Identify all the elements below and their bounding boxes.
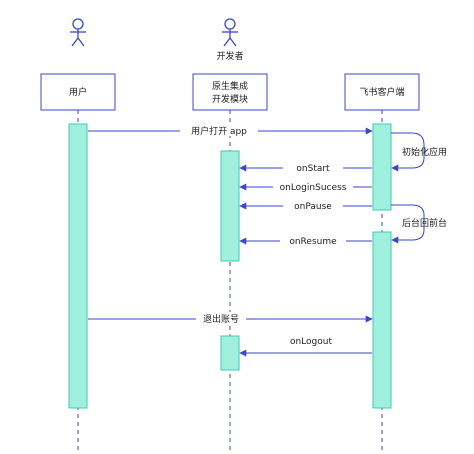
message-onstart-label: onStart — [296, 164, 330, 174]
actor-developer-icon — [222, 18, 238, 47]
message-init-app-arrow — [391, 132, 425, 172]
message-onloginsucess-label: onLoginSucess — [280, 183, 347, 193]
participant-feishu-label: 飞书客户端 — [359, 86, 404, 98]
participant-dev-label-line1: 原生集成 — [212, 80, 248, 92]
participant-feishu-box — [344, 73, 420, 111]
message-onresume-label: onResume — [289, 237, 337, 247]
actor-developer-label: 开发者 — [216, 50, 243, 62]
participant-dev-label-line2: 开发模块 — [212, 93, 248, 105]
participant-dev-box — [192, 73, 268, 111]
participant-user-label: 用户 — [69, 86, 87, 98]
message-open-app-label: 用户打开 app — [191, 125, 247, 137]
activation-user — [68, 123, 88, 409]
message-init-app-label: 初始化应用 — [402, 146, 447, 158]
message-back-to-foreground-arrow — [391, 204, 425, 244]
message-logout-label: 退出账号 — [203, 313, 239, 325]
actor-user-icon — [70, 18, 86, 47]
activation-feishu-1 — [372, 123, 392, 211]
activation-feishu-2 — [372, 231, 392, 409]
message-onpause-label: onPause — [294, 202, 332, 212]
activation-dev-2 — [220, 335, 240, 371]
message-back-to-foreground-label: 后台回前台 — [402, 217, 447, 229]
participant-user-box — [40, 73, 116, 111]
activation-dev-1 — [220, 150, 240, 262]
message-onlogout-label: onLogout — [290, 337, 332, 347]
